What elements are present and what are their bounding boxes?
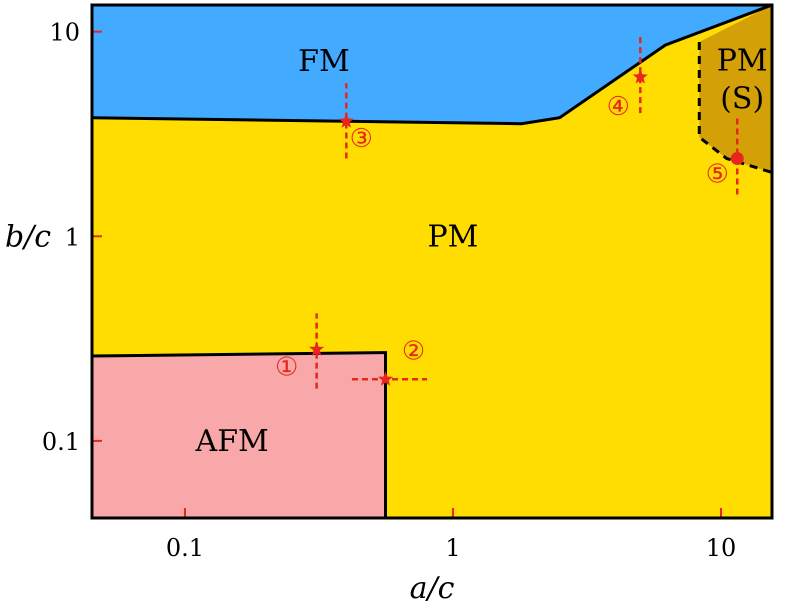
y-tick-label: 1 bbox=[65, 223, 80, 251]
y-tick-label: 0.1 bbox=[42, 428, 80, 456]
marker-1-star bbox=[309, 341, 325, 356]
fm-label: FM bbox=[298, 44, 350, 79]
axis-ticks: 0.1 1 10 0.1 1 10 bbox=[42, 19, 736, 562]
pm-s-label-line: PM bbox=[717, 44, 768, 79]
pm-s-region bbox=[699, 5, 772, 173]
x-axis-label: a/c bbox=[410, 571, 455, 606]
x-tick-label: 0.1 bbox=[166, 534, 204, 562]
x-tick-label: 1 bbox=[445, 534, 460, 562]
marker-4-label: ④ bbox=[607, 92, 630, 122]
marker-2-star bbox=[377, 371, 394, 386]
marker-error-bars bbox=[315, 36, 739, 389]
afm-label: AFM bbox=[195, 424, 269, 459]
pm-s-label: PM(S) bbox=[717, 44, 768, 117]
marker-5-label: ⑤ bbox=[706, 159, 729, 189]
pm-label: PM bbox=[428, 219, 479, 254]
pm-s-label-line: (S) bbox=[720, 82, 764, 117]
marker-3-star bbox=[338, 113, 354, 128]
fm-pm-boundary bbox=[91, 3, 773, 126]
x-tick-label: 10 bbox=[706, 534, 737, 562]
y-tick-label: 10 bbox=[49, 19, 80, 47]
phase-regions bbox=[92, 5, 772, 518]
fm-region bbox=[92, 5, 772, 124]
plot-frame bbox=[90, 3, 774, 520]
afm-pm-boundary bbox=[91, 351, 387, 518]
marker-1-label: ① bbox=[275, 352, 298, 382]
pm-s-boundary bbox=[697, 42, 773, 174]
marker-5-dot bbox=[730, 151, 744, 165]
phase-boundaries bbox=[91, 3, 773, 518]
marker-2-label: ② bbox=[402, 336, 425, 366]
phase-markers: ① ② ③ ④ ⑤ bbox=[275, 69, 744, 386]
afm-region bbox=[92, 352, 386, 518]
marker-3-label: ③ bbox=[350, 124, 373, 154]
marker-4-star bbox=[632, 69, 648, 84]
y-axis-label: b/c bbox=[5, 219, 51, 254]
